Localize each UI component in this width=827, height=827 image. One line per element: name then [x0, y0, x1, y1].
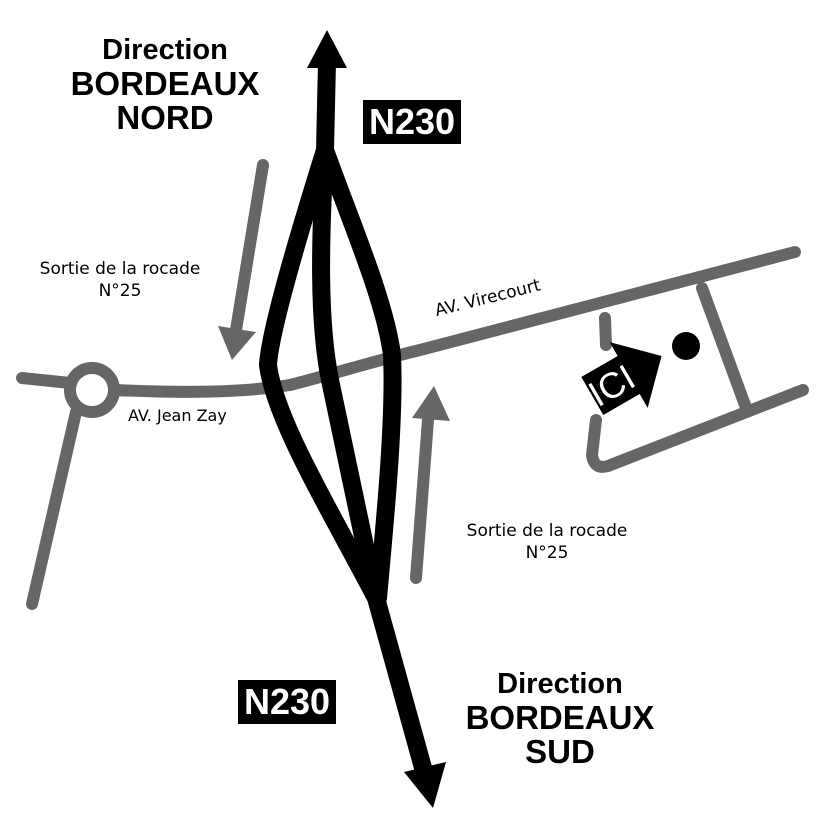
- highway-n230-trunk-north: [316, 53, 336, 159]
- direction-north-line1: Direction: [102, 34, 228, 66]
- direction-north-line2: BORDEAUX: [70, 65, 260, 102]
- highway-n230-trunk-south: [367, 589, 434, 784]
- exit-arrow-north-shaft: [230, 159, 269, 336]
- direction-south-line3: SUD: [525, 733, 595, 770]
- highway-branch-middle: [312, 141, 385, 607]
- direction-south-line2: BORDEAUX: [465, 699, 655, 736]
- exit-label-north: Sortie de la rocade N°25: [5, 258, 235, 302]
- roundabout: [64, 362, 120, 418]
- street-label-jean-zay: AV. Jean Zay: [128, 406, 227, 425]
- direction-south: Direction BORDEAUX SUD: [435, 667, 685, 769]
- exit-arrow-north-head: [218, 326, 256, 360]
- road-virecourt: [284, 246, 801, 391]
- highway-badge-bottom: N230: [238, 680, 337, 724]
- highway-arrow-north-head: [307, 30, 347, 68]
- location-dot: [672, 332, 700, 360]
- exit-label-north-line1: Sortie de la rocade: [39, 259, 201, 279]
- exit-label-south-line2: N°25: [525, 543, 569, 563]
- ici-marker: ICI: [581, 342, 662, 416]
- direction-south-line1: Direction: [497, 668, 623, 700]
- exit-label-south-line1: Sortie de la rocade: [466, 521, 628, 541]
- highway-branch-left: [259, 141, 385, 607]
- road-west-south: [26, 406, 82, 610]
- road-jean-zay: [16, 372, 296, 398]
- highway-branch-right: [316, 141, 402, 607]
- exit-label-south: Sortie de la rocade N°25: [432, 520, 662, 564]
- road-local-loop: [586, 282, 809, 473]
- highway-arrow-south-head: [404, 762, 446, 808]
- direction-north-line3: NORD: [116, 99, 214, 136]
- exit-arrow-south-shaft: [410, 414, 434, 584]
- highway-badge-top: N230: [363, 100, 462, 144]
- exit-arrow-south-head: [412, 386, 450, 421]
- exit-label-north-line2: N°25: [98, 281, 142, 301]
- direction-north: Direction BORDEAUX NORD: [40, 33, 290, 135]
